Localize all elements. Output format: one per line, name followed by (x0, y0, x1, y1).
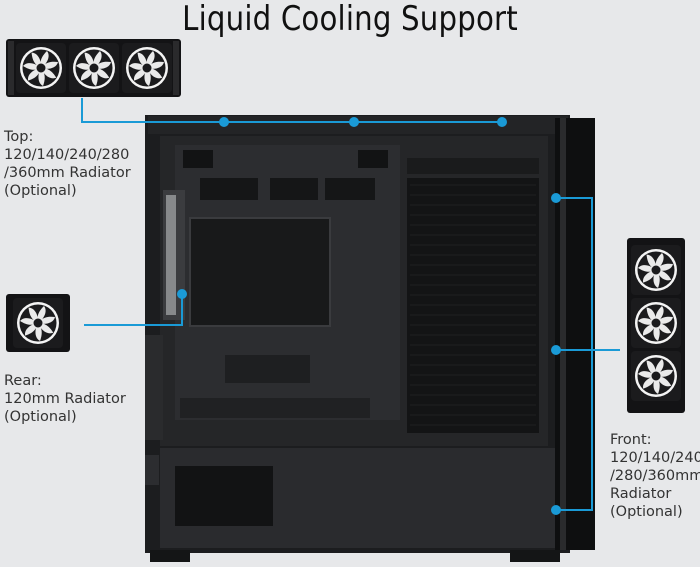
front-radiator-icon (627, 238, 685, 413)
front-label-line: 120/140/240 (610, 450, 700, 466)
top-label-line: 120/140/240/280 (4, 147, 130, 163)
front-label-line: (Optional) (610, 504, 683, 520)
front-label-line: /280/360mm (610, 468, 700, 484)
connector-dots (177, 117, 561, 515)
rear-label-line: 120mm Radiator (4, 391, 126, 407)
connector-lines (81, 98, 620, 511)
front-label-line: Front: (610, 432, 652, 448)
mesh-pattern (410, 184, 536, 426)
top-label-line: (Optional) (4, 183, 77, 199)
pc-case (145, 115, 595, 562)
front-label-line: Radiator (610, 486, 672, 502)
rear-label-line: (Optional) (4, 409, 77, 425)
front-radiator-label: Front: 120/140/240 /280/360mm Radiator (… (610, 431, 700, 521)
top-radiator-icon (6, 39, 181, 97)
top-label-line: Top: (4, 129, 34, 145)
rear-radiator-label: Rear: 120mm Radiator (Optional) (4, 372, 144, 426)
page-title: Liquid Cooling Support (182, 0, 518, 39)
top-radiator-label: Top: 120/140/240/280 /360mm Radiator (Op… (4, 128, 144, 200)
rear-label-line: Rear: (4, 373, 42, 389)
top-label-line: /360mm Radiator (4, 165, 131, 181)
rear-radiator-icon (6, 294, 70, 352)
